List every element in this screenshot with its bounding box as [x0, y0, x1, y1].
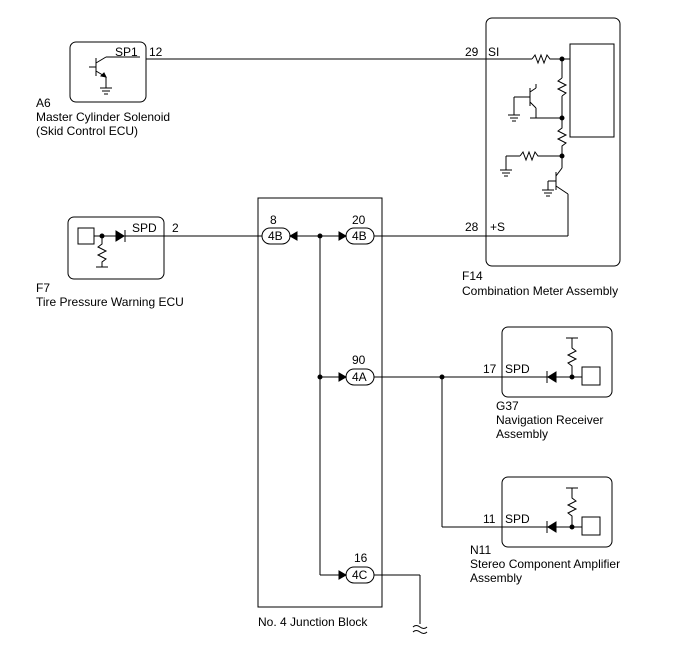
g37-pin: 17	[483, 362, 497, 376]
g37-component	[501, 326, 613, 398]
a6-pin: 12	[149, 45, 163, 59]
jb-pin-16: 16	[354, 551, 368, 565]
ground-icon	[508, 114, 520, 122]
jb-name: No. 4 Junction Block	[258, 615, 368, 629]
resistor-icon	[566, 488, 578, 527]
a6-sub: (Skid Control ECU)	[36, 124, 138, 138]
a6-name: Master Cylinder Solenoid	[36, 110, 170, 124]
amplifier-block	[581, 516, 601, 536]
diode-icon	[546, 371, 557, 383]
g37-box	[501, 326, 613, 398]
junction-block-box	[257, 197, 383, 608]
resistor-icon	[96, 236, 108, 267]
a6-terminal: SP1	[115, 45, 138, 59]
n11-pin: 11	[483, 512, 496, 526]
f14-code: F14	[462, 269, 483, 283]
receiver-block	[581, 366, 601, 386]
f14-pin-si: 29	[465, 45, 479, 59]
jb-conn-4c: 4C	[352, 568, 368, 582]
ground-icon	[500, 169, 512, 177]
labels: SP1 12 A6 Master Cylinder Solenoid (Skid…	[36, 45, 620, 629]
n11-code: N11	[470, 543, 491, 557]
jb-conn-4b-left: 4B	[268, 229, 283, 243]
ground-icon	[542, 189, 554, 197]
jb-conn-4a: 4A	[352, 370, 367, 384]
f7-name: Tire Pressure Warning ECU	[36, 295, 184, 309]
a6-component	[69, 41, 147, 103]
jb-pin-20: 20	[352, 213, 366, 227]
resistor-icon	[566, 338, 578, 377]
f14-terminal-si: SI	[488, 45, 499, 59]
f14-name: Combination Meter Assembly	[462, 284, 618, 298]
n11-component	[501, 476, 613, 548]
ground-icon	[100, 87, 112, 95]
g37-code: G37	[496, 399, 519, 413]
n11-terminal: SPD	[505, 512, 530, 526]
a6-code: A6	[36, 96, 51, 110]
f7-component	[67, 216, 165, 280]
junction-block	[257, 197, 383, 608]
diode-icon	[115, 230, 126, 242]
f7-box	[67, 216, 165, 280]
wave-break-icon	[412, 625, 428, 634]
n11-name-2: Assembly	[470, 571, 522, 585]
f14-terminal-s: +S	[490, 220, 505, 234]
n11-name-1: Stereo Component Amplifier	[470, 557, 620, 571]
meter-gauge	[569, 43, 615, 138]
f7-pin: 2	[172, 221, 179, 235]
jb-pin-90: 90	[352, 353, 366, 367]
g37-name-2: Assembly	[496, 427, 548, 441]
f14-component	[485, 17, 621, 267]
jb-pin-8: 8	[270, 213, 277, 227]
a6-box	[69, 41, 147, 103]
ecu-block	[77, 227, 95, 245]
g37-name-1: Navigation Receiver	[496, 413, 603, 427]
f14-pin-s: 28	[465, 220, 479, 234]
f7-terminal: SPD	[132, 221, 157, 235]
diode-icon	[546, 521, 557, 533]
n11-box	[501, 476, 613, 548]
f14-box	[485, 17, 621, 267]
f7-code: F7	[36, 281, 50, 295]
jb-conn-4b-right: 4B	[352, 229, 367, 243]
g37-terminal: SPD	[505, 362, 530, 376]
resistor-icon	[531, 53, 570, 65]
